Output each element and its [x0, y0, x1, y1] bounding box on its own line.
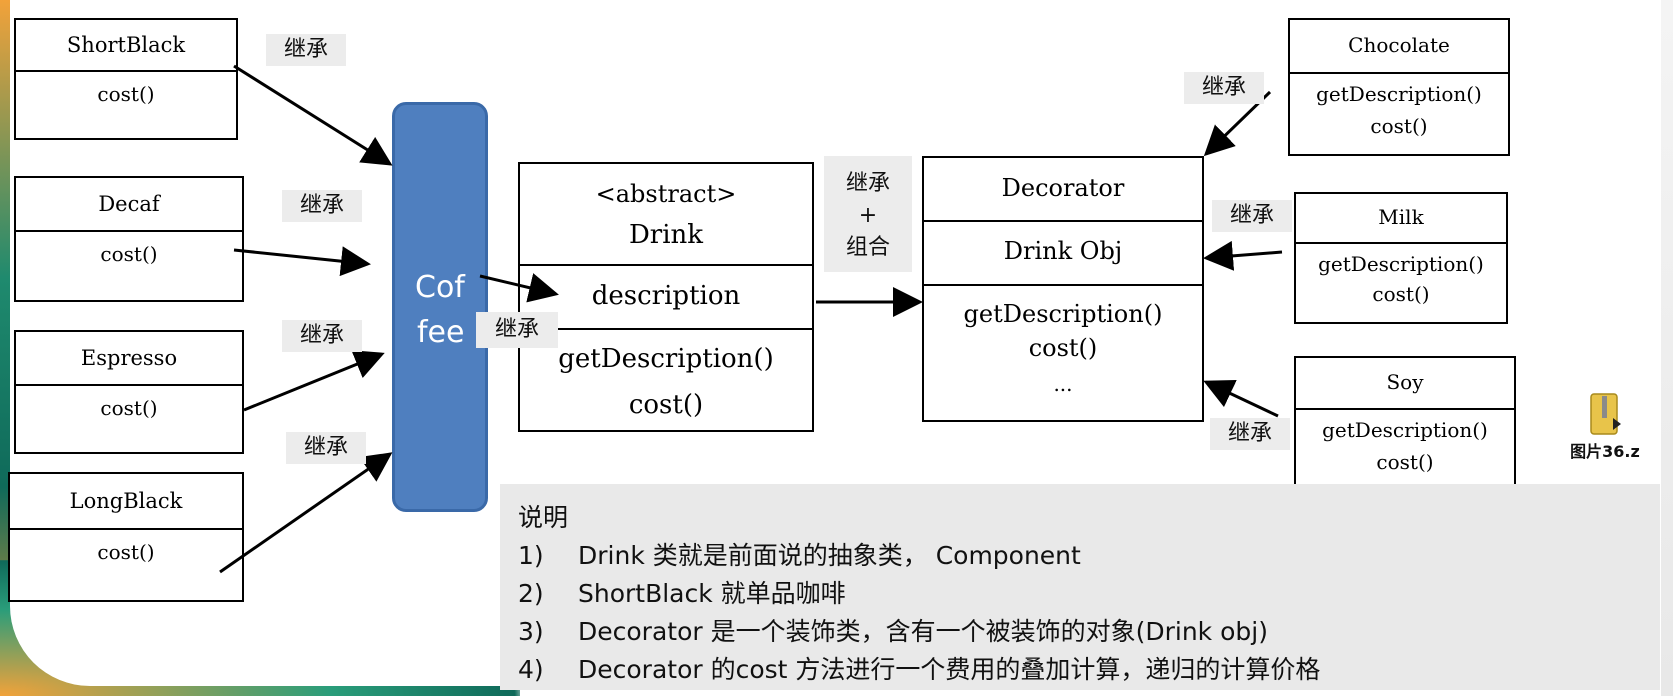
label-inherit-shortblack: 继承	[266, 34, 346, 66]
attachment-file-name: 图片36.z	[1570, 442, 1640, 461]
class-name: Decorator	[1001, 174, 1125, 202]
class-methods: cost()	[16, 70, 236, 138]
label-inherit-compose-line1: 继承	[845, 171, 890, 196]
class-soy: Soy getDescription() cost()	[1294, 356, 1516, 492]
class-method-cost: cost()	[628, 390, 704, 420]
class-name: Drink	[628, 220, 704, 250]
explanation-item-number: 3)	[518, 617, 544, 646]
zip-folder-icon	[1587, 392, 1623, 438]
explanation-panel: 说明 1) Drink 类就是前面说的抽象类， Component 2) Short…	[500, 484, 1660, 690]
arrow-soy-decorator	[1203, 379, 1279, 418]
attachment-file[interactable]: 图片36.z	[1560, 392, 1650, 462]
class-name: Soy	[1386, 370, 1424, 394]
class-decaf: Decaf cost()	[14, 176, 244, 302]
explanation-title: 说明	[518, 503, 569, 532]
explanation-item: 2) ShortBlack 就单品咖啡	[518, 574, 846, 610]
class-field: description	[520, 264, 812, 328]
class-drink: <abstract> Drink description getDescript…	[518, 162, 814, 432]
class-name: Milk	[1378, 205, 1424, 229]
coffee-label-line2: fee	[417, 315, 465, 350]
label-inherit-compose-line3: 组合	[845, 235, 890, 260]
class-method-getdescription: getDescription()	[1296, 408, 1514, 442]
class-name: ShortBlack	[66, 33, 186, 57]
class-methods: cost()	[16, 384, 242, 452]
explanation-item-number: 1)	[518, 541, 544, 570]
arrow-milk-decorator	[1203, 240, 1283, 271]
label-inherit-chocolate: 继承	[1184, 72, 1264, 104]
explanation-item: 3) Decorator 是一个装饰类，含有一个被装饰的对象(Drink obj)	[518, 612, 1268, 648]
class-name: Espresso	[80, 346, 178, 370]
label-inherit-compose-line2: +	[858, 203, 878, 228]
label-inherit-espresso: 继承	[282, 320, 362, 352]
class-method-cost: cost()	[1372, 282, 1430, 306]
class-method-ellipsis: ...	[1053, 372, 1073, 396]
class-milk: Milk getDescription() cost()	[1294, 192, 1508, 324]
class-method-getdescription: getDescription()	[520, 328, 812, 374]
explanation-item-text: Decorator 是一个装饰类，含有一个被装饰的对象(Drink obj)	[578, 617, 1268, 646]
class-coffee: Cof fee	[392, 102, 488, 512]
label-inherit-longblack: 继承	[286, 432, 366, 464]
class-method-cost: cost()	[1376, 450, 1434, 474]
class-name: Chocolate	[1348, 33, 1450, 57]
arrow-longblack-coffee	[219, 452, 393, 574]
explanation-item-text: Drink 类就是前面说的抽象类， Component	[578, 541, 1081, 570]
class-method-cost: cost()	[1028, 334, 1098, 362]
label-inherit-decaf: 继承	[282, 190, 362, 222]
explanation-item: 1) Drink 类就是前面说的抽象类， Component	[518, 536, 1081, 572]
arrow-shortblack-coffee	[233, 64, 393, 166]
label-inherit-coffee-drink: 继承	[476, 312, 558, 348]
class-shortblack: ShortBlack cost()	[14, 18, 238, 140]
arrow-decaf-coffee	[233, 246, 371, 277]
class-name: LongBlack	[69, 489, 183, 513]
explanation-item: 4) Decorator 的cost 方法进行一个费用的叠加计算，递归的计算价格	[518, 650, 1320, 686]
class-field: Drink Obj	[924, 220, 1202, 284]
class-chocolate: Chocolate getDescription() cost()	[1288, 18, 1510, 156]
class-methods: cost()	[10, 528, 242, 600]
class-longblack: LongBlack cost()	[8, 472, 244, 602]
arrow-espresso-coffee	[243, 350, 385, 412]
class-method-getdescription: getDescription()	[1296, 242, 1506, 276]
class-decorator: Decorator Drink Obj getDescription() cos…	[922, 156, 1204, 422]
explanation-item-text: Decorator 的cost 方法进行一个费用的叠加计算，递归的计算价格	[578, 655, 1321, 684]
class-espresso: Espresso cost()	[14, 330, 244, 454]
label-inherit-soy: 继承	[1210, 418, 1290, 450]
label-inherit-compose: 继承 + 组合	[824, 156, 912, 272]
arrow-coffee-drink	[479, 273, 559, 303]
explanation-item-number: 4)	[518, 655, 544, 684]
class-methods: cost()	[16, 230, 242, 300]
class-method-getdescription: getDescription()	[924, 284, 1202, 328]
label-inherit-milk: 继承	[1212, 200, 1292, 232]
class-method-cost: cost()	[1370, 114, 1428, 138]
explanation-item-text: ShortBlack 就单品咖啡	[578, 579, 846, 608]
class-name: Decaf	[98, 192, 160, 216]
class-stereotype: <abstract>	[595, 180, 737, 208]
class-method-getdescription: getDescription()	[1290, 72, 1508, 106]
background-right-edge	[1661, 0, 1673, 696]
explanation-item-number: 2)	[518, 579, 544, 608]
coffee-label-line1: Cof	[415, 270, 465, 305]
